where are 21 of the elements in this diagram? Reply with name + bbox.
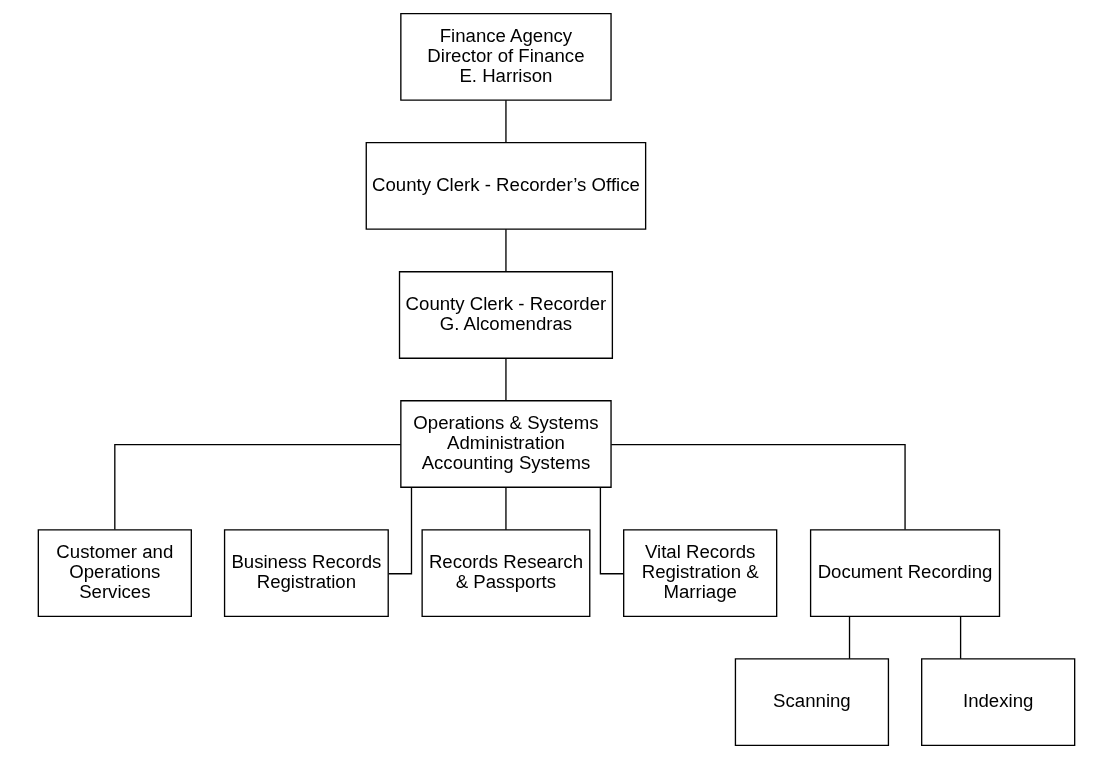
node-box: Records Research & Passports xyxy=(420,529,590,617)
connector xyxy=(504,99,507,144)
connector xyxy=(959,615,961,660)
node-box: Indexing xyxy=(920,658,1075,746)
connector xyxy=(387,486,412,575)
node-box: Scanning xyxy=(734,658,889,746)
node-box: County Clerk - Recorder’s Office xyxy=(365,142,646,230)
node-box: Operations & Systems Administration Accounting Systems xyxy=(399,400,612,488)
node-box: Finance Agency Director of Finance E. Harrison xyxy=(399,13,612,101)
connector xyxy=(504,486,507,531)
connector xyxy=(113,444,401,531)
connector xyxy=(504,228,507,273)
connector xyxy=(610,444,906,531)
node-box: County Clerk - Recorder G. Alcomendras xyxy=(398,271,613,359)
connector xyxy=(504,357,507,402)
node-box: Vital Records Registration & Marriage xyxy=(622,529,777,617)
connector xyxy=(848,615,850,660)
connector xyxy=(599,486,624,575)
node-box: Customer and Operations Services xyxy=(37,529,192,617)
node-box: Document Recording xyxy=(809,529,1000,617)
node-box: Business Records Registration xyxy=(223,529,389,617)
